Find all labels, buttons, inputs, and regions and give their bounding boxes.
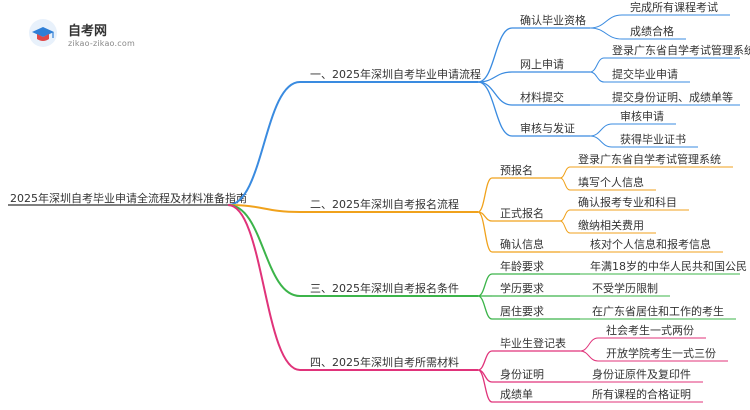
leaf-topic: 核对个人信息和报考信息 <box>590 237 711 251</box>
subtopic: 预报名 <box>500 163 533 177</box>
subtopic-connector <box>477 71 513 83</box>
leaf-connector <box>589 135 613 148</box>
branch-connector <box>227 204 301 297</box>
subtopic-connector <box>477 273 493 297</box>
subtopic: 审核与发证 <box>520 121 575 135</box>
leaf-topic: 填写个人信息 <box>578 175 644 189</box>
subtopic-connector <box>477 81 513 106</box>
branch-topic: 四、2025年深圳自考所需材料 <box>310 355 459 369</box>
leaf-connector <box>579 350 599 362</box>
leaf-connector <box>589 14 623 29</box>
leaf-connector <box>559 166 571 179</box>
root-topic: 2025年深圳自考毕业申请全流程及材料准备指南 <box>10 191 247 205</box>
graduation-cap-icon <box>29 19 57 47</box>
leaf-connector <box>589 27 623 40</box>
leaf-topic: 提交身份证明、成绩单等 <box>612 90 733 104</box>
subtopic-connector <box>477 27 513 83</box>
subtopic: 正式报名 <box>500 206 544 220</box>
brand-title: 自考网 <box>68 24 108 39</box>
leaf-topic: 提交毕业申请 <box>612 67 678 81</box>
leaf-topic: 登录广东省自学考试管理系统 <box>578 152 721 166</box>
brand-logo: 自考网 zikao-zikao.com <box>28 18 158 52</box>
leaf-connector <box>589 71 605 83</box>
leaf-topic: 审核申请 <box>620 109 664 123</box>
branch-connector <box>227 81 301 206</box>
branch-connector <box>227 204 301 371</box>
branch-topic: 三、2025年深圳自考报名条件 <box>310 281 459 295</box>
leaf-topic: 所有课程的合格证明 <box>592 387 691 401</box>
subtopic-connector <box>477 295 493 320</box>
branch-connector <box>227 204 301 213</box>
leaf-topic: 完成所有课程考试 <box>630 0 718 14</box>
subtopic: 学历要求 <box>500 281 544 295</box>
brand-url: zikao-zikao.com <box>68 39 135 48</box>
leaf-connector <box>559 177 571 191</box>
subtopic: 身份证明 <box>500 367 544 381</box>
leaf-topic: 登录广东省自学考试管理系统 <box>612 43 750 57</box>
leaf-connector <box>559 220 571 234</box>
subtopic: 材料提交 <box>520 90 564 104</box>
leaf-topic: 缴纳相关费用 <box>578 218 644 232</box>
subtopic: 年龄要求 <box>500 259 544 273</box>
leaf-topic: 开放学院考生一式三份 <box>606 346 716 360</box>
leaf-topic: 身份证原件及复印件 <box>592 367 691 381</box>
leaf-connector <box>579 337 599 352</box>
subtopic: 成绩单 <box>500 388 533 401</box>
leaf-topic: 成绩合格 <box>630 24 674 38</box>
subtopic: 网上申请 <box>520 58 564 71</box>
leaf-topic: 确认报考专业和科目 <box>578 195 677 209</box>
subtopic-connector <box>477 211 493 253</box>
leaf-topic: 不受学历限制 <box>592 281 658 295</box>
branch-topic: 二、2025年深圳自考报名流程 <box>310 197 459 211</box>
subtopic: 确认毕业资格 <box>520 13 586 27</box>
leaf-topic: 获得毕业证书 <box>620 133 686 146</box>
subtopic: 确认信息 <box>500 237 544 251</box>
leaf-topic: 社会考生一式两份 <box>606 323 694 337</box>
leaf-topic: 在广东省居住和工作的考生 <box>592 304 724 318</box>
subtopic-connector <box>477 81 513 137</box>
branch-topic: 一、2025年深圳自考毕业申请流程 <box>310 67 481 81</box>
leaf-connector <box>589 123 613 137</box>
subtopic: 毕业生登记表 <box>500 336 566 350</box>
subtopic: 居住要求 <box>500 304 544 318</box>
subtopic-connector <box>477 350 493 371</box>
leaf-connector <box>589 57 605 73</box>
subtopic-connector <box>477 369 493 403</box>
leaf-topic: 年满18岁的中华人民共和国公民 <box>590 259 747 273</box>
subtopic-connector <box>477 177 493 213</box>
leaf-connector <box>559 209 571 222</box>
